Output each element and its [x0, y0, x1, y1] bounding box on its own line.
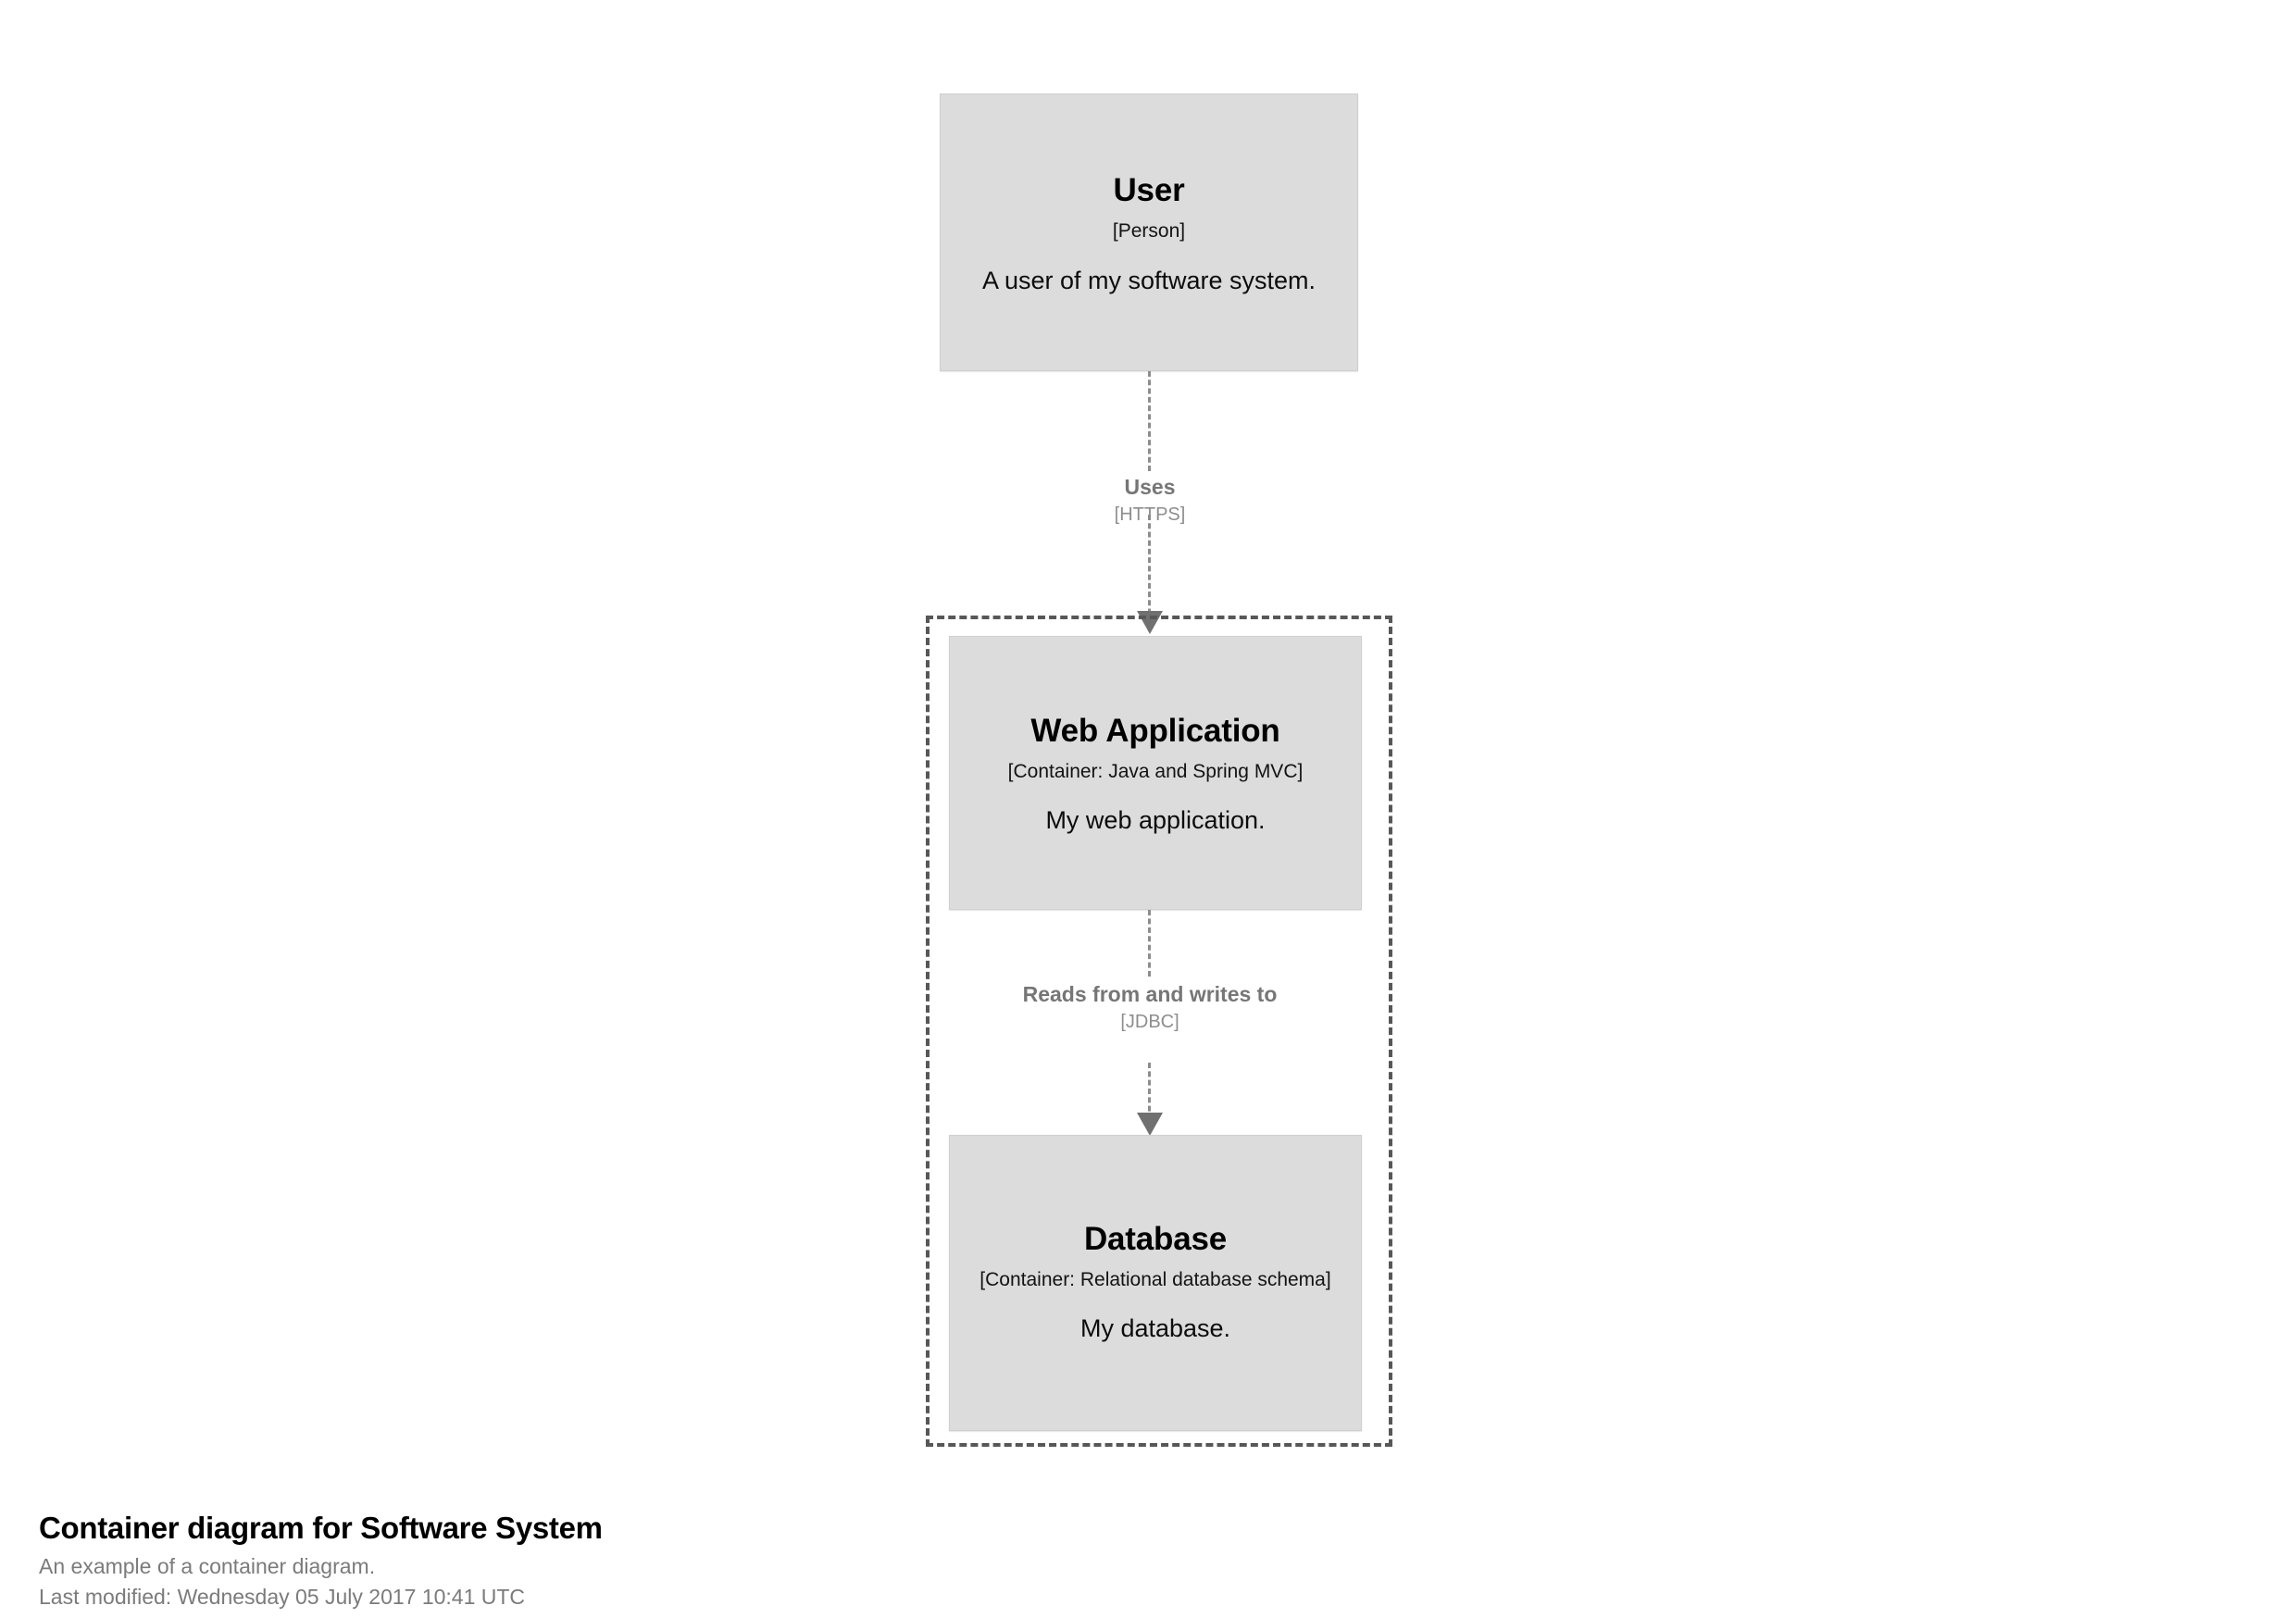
element-database-technology: [Container: Relational database schema] [980, 1268, 1331, 1290]
element-user[interactable]: User [Person] A user of my software syst… [940, 93, 1358, 371]
element-user-technology: [Person] [1112, 219, 1186, 242]
relationship-webapp-to-database-description: Reads from and writes to [1022, 982, 1278, 1006]
relationship-webapp-to-database-line-upper [1148, 910, 1151, 977]
element-web-application[interactable]: Web Application [Container: Java and Spr… [949, 636, 1362, 910]
relationship-user-to-webapp-arrowhead-icon [1137, 611, 1163, 634]
element-database[interactable]: Database [Container: Relational database… [949, 1135, 1362, 1431]
relationship-webapp-to-database-label: Reads from and writes to [JDBC] [992, 981, 1307, 1033]
diagram-last-modified: Last modified: Wednesday 05 July 2017 10… [39, 1585, 526, 1610]
diagram-title: Container diagram for Software System [39, 1511, 603, 1545]
element-user-name: User [1113, 172, 1185, 208]
relationship-webapp-to-database-technology: [JDBC] [1120, 1012, 1179, 1033]
diagram-caption: Container diagram for Software System An… [39, 1509, 1335, 1612]
element-web-application-technology: [Container: Java and Spring MVC] [1007, 760, 1304, 782]
relationship-user-to-webapp-line-lower [1148, 515, 1151, 631]
element-web-application-description: My web application. [1045, 805, 1266, 834]
element-database-description: My database. [1079, 1313, 1231, 1342]
relationship-user-to-webapp-line-upper [1148, 371, 1151, 471]
relationship-webapp-to-database-line-lower [1148, 1063, 1151, 1120]
element-web-application-name: Web Application [1030, 713, 1280, 749]
element-database-name: Database [1083, 1221, 1228, 1257]
diagram-description: An example of a container diagram. [39, 1554, 376, 1579]
element-user-description: A user of my software system. [981, 266, 1316, 294]
relationship-webapp-to-database-arrowhead-icon [1137, 1113, 1163, 1136]
relationship-user-to-webapp-description: Uses [1124, 475, 1176, 499]
